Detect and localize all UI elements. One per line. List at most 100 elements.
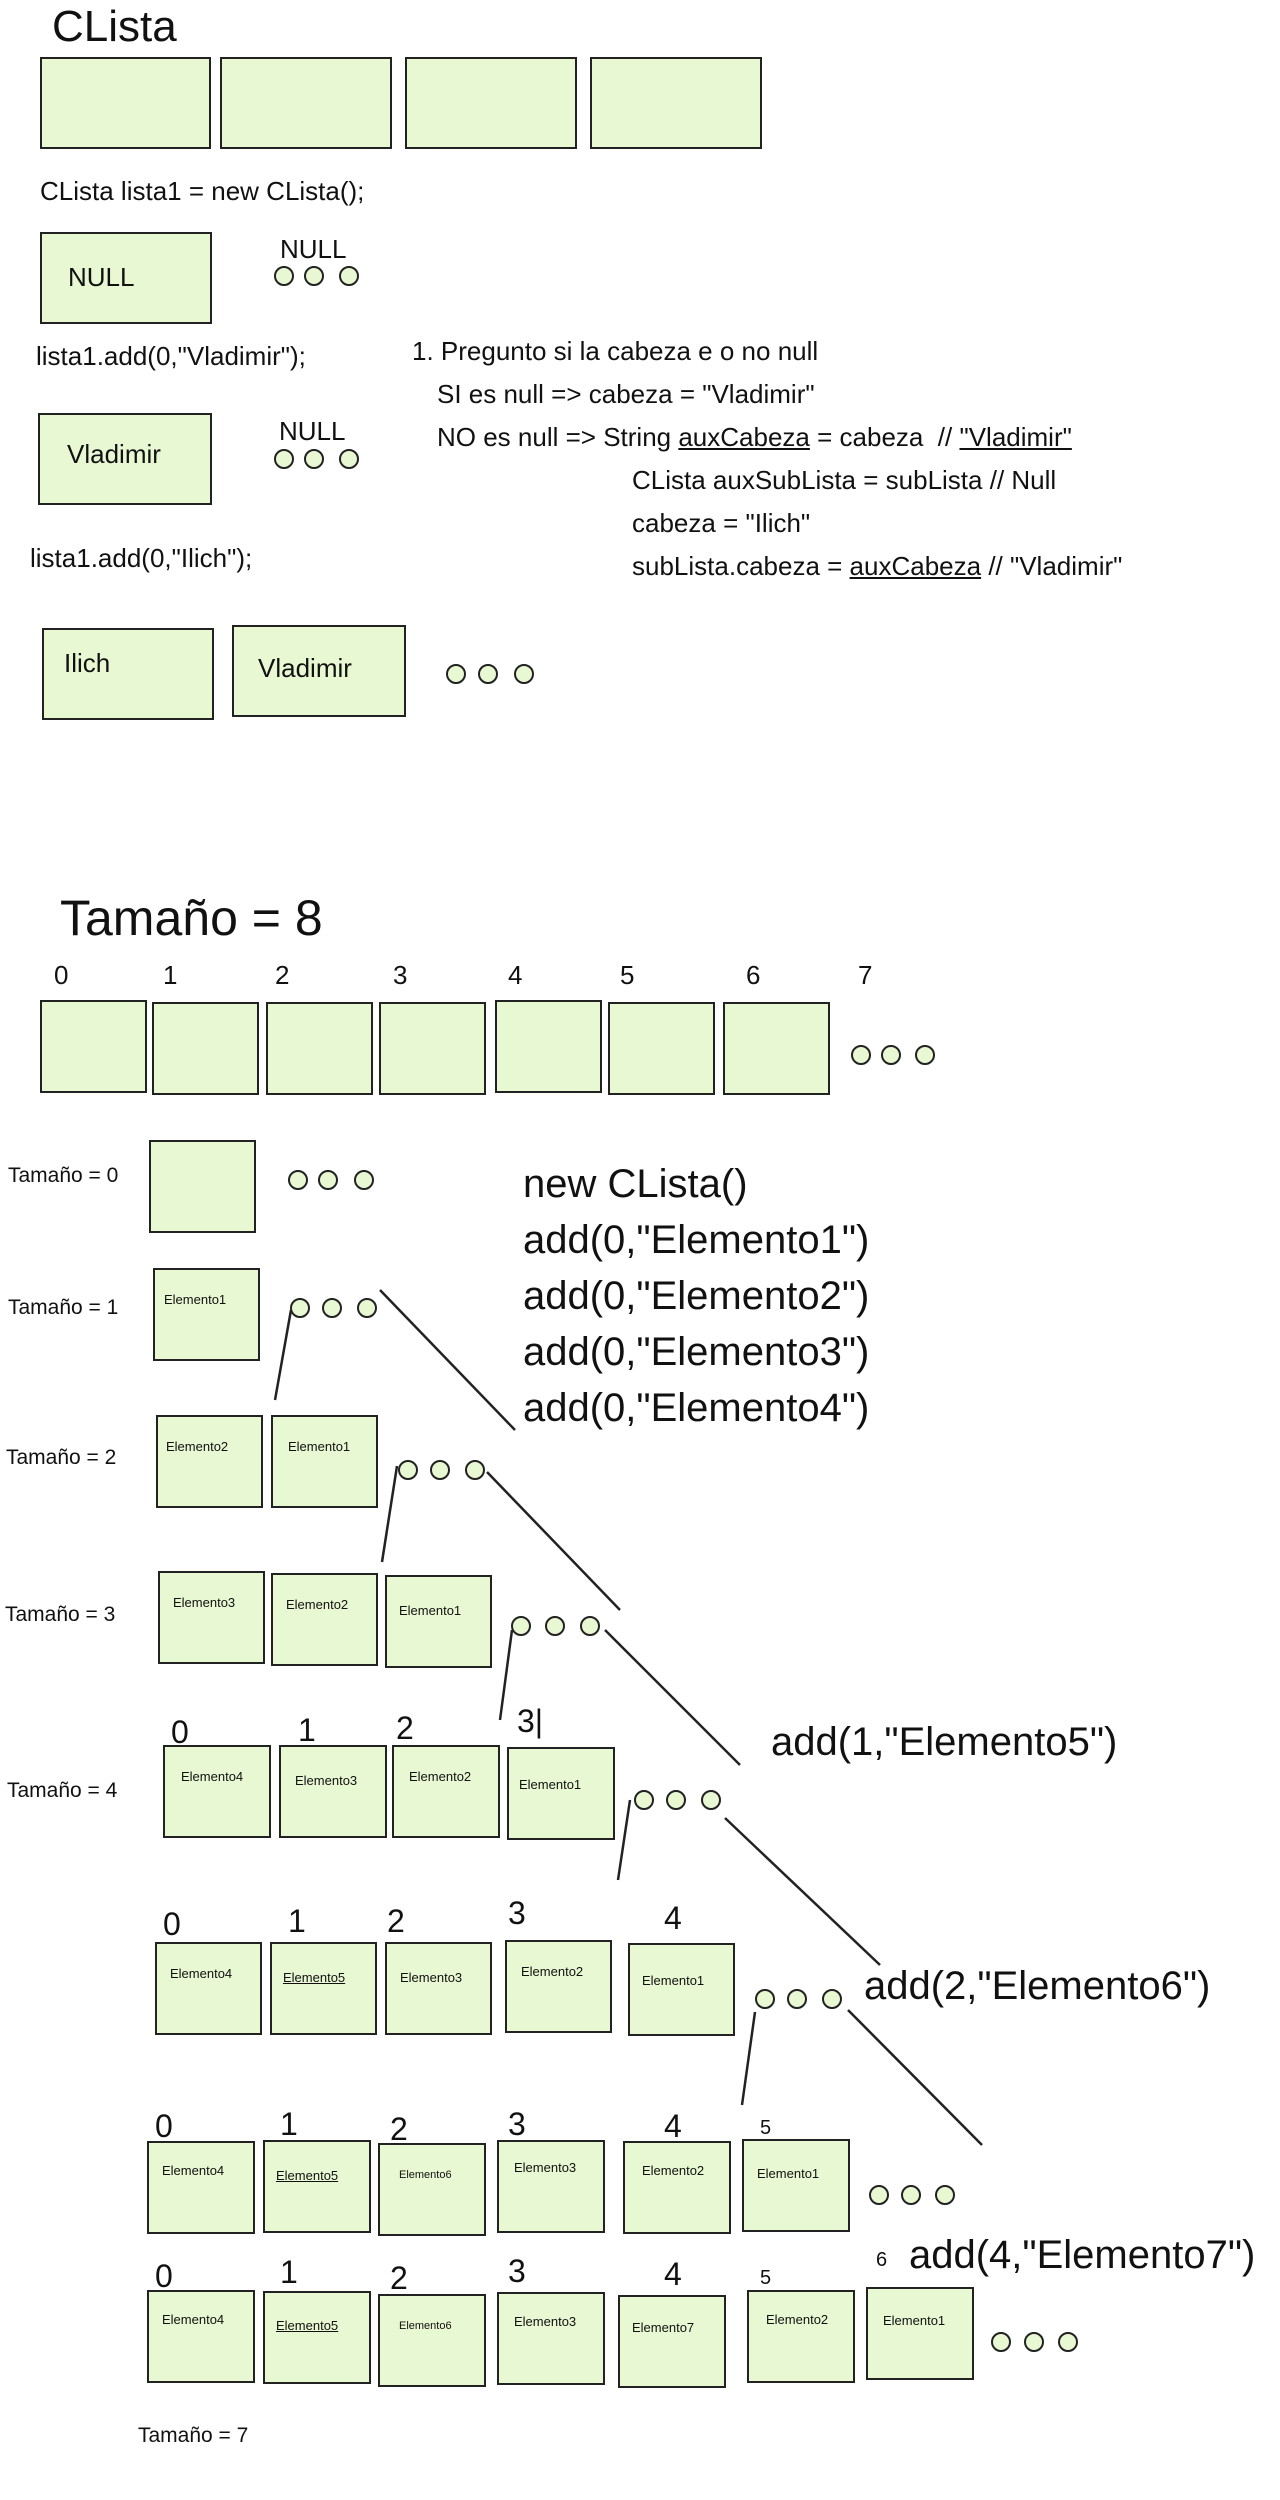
node-label: Elemento4 [170, 1966, 233, 1981]
list-node: Elemento3 [279, 1745, 387, 1838]
node-label: NULL [68, 262, 135, 292]
list-node: Elemento1 [385, 1575, 492, 1668]
list-node: Elemento5 [270, 1942, 377, 2035]
node-label: Elemento2 [766, 2312, 829, 2327]
node-index: 6 [876, 2249, 888, 2271]
ellipsis-dot-icon [339, 266, 359, 286]
list-node: Elemento4 [147, 2141, 255, 2234]
node-index: 2 [390, 2111, 408, 2147]
connector-line [847, 2009, 983, 2146]
ellipsis-dot-icon [430, 1460, 450, 1480]
page-title: CLista [52, 2, 177, 51]
node-label: Elemento1 [757, 2166, 820, 2181]
connector-line [616, 1799, 632, 1881]
node-index: 0 [155, 2108, 173, 2144]
ellipsis-dot-icon [755, 1989, 775, 2009]
code-add-vladimir: lista1.add(0,"Vladimir"); [36, 341, 306, 371]
list-node: Elemento1 [866, 2287, 974, 2380]
op-add-elemento7: add(4,"Elemento7") [909, 2233, 1256, 2277]
list-node: Elemento6 [378, 2294, 486, 2387]
node-index: 1 [288, 1903, 306, 1939]
array-size-title: Tamaño = 8 [60, 890, 323, 946]
size-label: Tamaño = 1 [8, 1296, 119, 1319]
node-index: 2 [390, 2260, 408, 2296]
node-index: 4 [664, 2256, 682, 2292]
array-index: 0 [54, 960, 69, 990]
list-node: Elemento7 [618, 2295, 726, 2388]
list-node: Elemento1 [742, 2139, 850, 2232]
node-label: Elemento5 [276, 2168, 339, 2183]
node-label: Elemento5 [276, 2318, 339, 2333]
node-index: 3 [508, 2106, 526, 2142]
connector-line [486, 1471, 621, 1611]
list-node: Elemento2 [156, 1415, 263, 1508]
node-index: 1 [298, 1712, 316, 1748]
array-cell [495, 1000, 602, 1093]
ellipsis-dot-icon [822, 1989, 842, 2009]
node-index: 2 [396, 1710, 414, 1746]
connector-line [604, 1629, 741, 1766]
size-label: Tamaño = 2 [6, 1446, 117, 1469]
step-sublista-cabeza: subLista.cabeza = auxCabeza // "Vladimir… [632, 553, 1122, 579]
ellipsis-dot-icon [701, 1790, 721, 1810]
ellipsis-dot-icon [514, 664, 534, 684]
node-label: Elemento3 [514, 2160, 577, 2175]
ellipsis-dot-icon [304, 449, 324, 469]
node-label: Elemento2 [409, 1769, 472, 1784]
list-node [220, 57, 392, 149]
ellipsis-dot-icon [288, 1170, 308, 1190]
ellipsis-dot-icon [304, 266, 324, 286]
node-label: Elemento1 [883, 2313, 946, 2328]
ellipsis-dot-icon [634, 1790, 654, 1810]
null-label: NULL [280, 234, 347, 264]
list-node: Elemento6 [378, 2143, 486, 2236]
node-index: 1 [280, 2106, 298, 2142]
list-node: Elemento3 [497, 2292, 605, 2385]
connector-line [273, 1309, 293, 1401]
node-label: Elemento2 [286, 1597, 349, 1612]
step-si-null: SI es null => cabeza = "Vladimir" [437, 379, 815, 409]
sublista-prefix: subLista.cabeza = [632, 551, 850, 581]
step-no-null-mid: = cabeza // [809, 422, 960, 452]
null-node: NULL [40, 232, 212, 324]
list-node [405, 57, 577, 149]
list-node: Elemento1 [507, 1747, 615, 1840]
node-label: Elemento6 [399, 2169, 452, 2181]
step-no-null-prefix: NO es null => String [437, 422, 679, 452]
array-index: 7 [858, 960, 873, 990]
array-index: 2 [275, 960, 290, 990]
node-label: Elemento1 [288, 1439, 351, 1454]
node-label: Elemento4 [162, 2163, 225, 2178]
code-new-clista: CLista lista1 = new CLista(); [40, 176, 365, 206]
list-node [40, 57, 211, 149]
step-aux-sublista: CLista auxSubLista = subLista // Null [632, 465, 1057, 495]
ellipsis-dot-icon [915, 1045, 935, 1065]
node-index: 0 [163, 1906, 181, 1942]
ellipsis-dot-icon [339, 449, 359, 469]
ellipsis-dot-icon [398, 1460, 418, 1480]
array-cell [40, 1000, 147, 1093]
list-node: Elemento2 [505, 1940, 612, 2033]
node-index: 2 [387, 1903, 405, 1939]
size-label: Tamaño = 4 [7, 1779, 118, 1802]
list-node: Vladimir [38, 413, 212, 505]
list-node: Elemento3 [158, 1571, 265, 1664]
connector-line [498, 1629, 514, 1721]
step-question: 1. Pregunto si la cabeza e o no null [412, 336, 819, 366]
ellipsis-dot-icon [991, 2332, 1011, 2352]
op-add-elemento6: add(2,"Elemento6") [864, 1964, 1211, 2008]
connector-line [380, 1465, 399, 1563]
op-add-elemento3: add(0,"Elemento3") [523, 1330, 870, 1374]
ellipsis-dot-icon [935, 2185, 955, 2205]
ellipsis-dot-icon [318, 1170, 338, 1190]
node-label: Elemento7 [632, 2320, 695, 2335]
node-label: Elemento1 [399, 1603, 462, 1618]
ellipsis-dot-icon [1024, 2332, 1044, 2352]
node-index: 5 [760, 2267, 772, 2289]
node-label: Vladimir [67, 439, 161, 469]
size-label: Tamaño = 7 [138, 2424, 249, 2447]
node-label: Elemento2 [642, 2163, 705, 2178]
connector-line [740, 2011, 757, 2106]
node-label: Elemento4 [162, 2312, 225, 2327]
connector-line [724, 1817, 881, 1966]
